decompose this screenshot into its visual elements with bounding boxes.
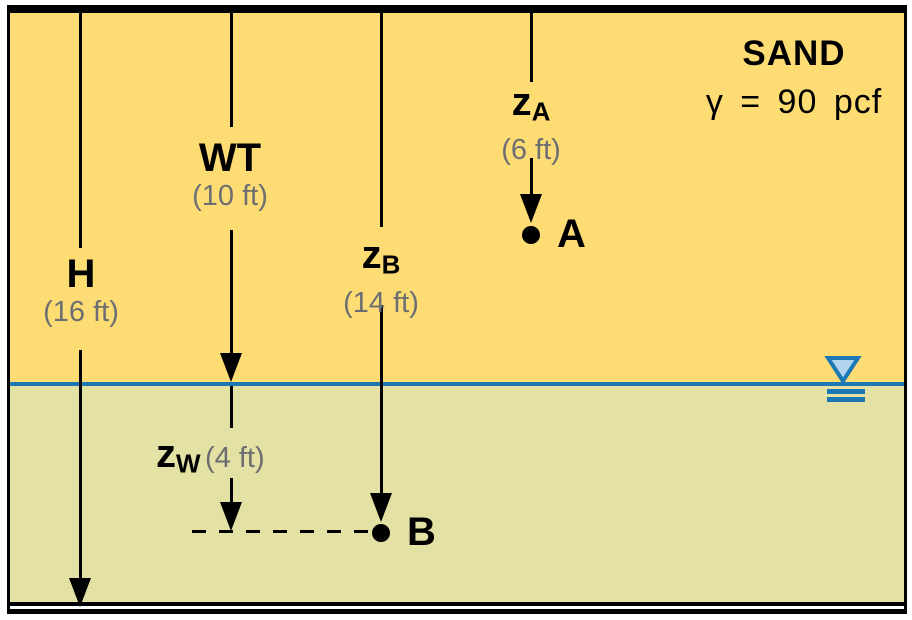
material-unit-weight-label: γ = 90 pcf (705, 83, 883, 121)
arrow-line (380, 305, 383, 493)
arrow-line (230, 13, 233, 127)
bedrock-line-upper (7, 602, 907, 606)
label-WT: WT (10 ft) (192, 136, 268, 212)
label-zB-dimension: (14 ft) (343, 286, 419, 319)
label-zW: zW (4 ft) (156, 432, 265, 486)
label-zA: zA (6 ft) (501, 80, 561, 166)
point-B-dot (372, 524, 390, 542)
water-table-icon (824, 356, 865, 402)
label-zW-dimension: (4 ft) (205, 442, 265, 474)
label-zW-symbol: z (156, 432, 176, 476)
arrow-head-icon (520, 194, 542, 223)
arrow-head-icon (69, 578, 91, 607)
bedrock-line-lower (7, 609, 907, 614)
arrow-line (79, 350, 82, 578)
arrow-line (79, 13, 82, 248)
label-zB: zB (14 ft) (343, 233, 419, 319)
material-name-label: SAND (742, 34, 846, 73)
label-zB-subscript: B (381, 249, 401, 280)
arrow-head-icon (220, 353, 242, 382)
label-zB-symbol: z (361, 233, 382, 277)
ground-surface-line (7, 5, 907, 13)
arrow-line (230, 230, 233, 353)
label-H-dimension: (16 ft) (43, 296, 119, 328)
sand-layer (10, 13, 904, 382)
saturated-zone (10, 386, 904, 602)
arrow-head-icon (220, 502, 242, 531)
arrow-line (230, 386, 233, 428)
depth-reference-dashed-line (192, 530, 372, 533)
label-zW-subscript: W (176, 448, 201, 479)
label-zA-symbol: z (511, 80, 532, 124)
label-WT-symbol: WT (198, 136, 262, 180)
arrow-line (380, 13, 383, 227)
water-table-line (10, 382, 904, 386)
label-zA-dimension: (6 ft) (501, 133, 561, 166)
point-A-dot (522, 226, 540, 244)
arrow-head-icon (370, 493, 392, 522)
left-border (7, 5, 10, 614)
arrow-line (530, 158, 533, 194)
label-WT-dimension: (10 ft) (192, 180, 268, 212)
label-H-symbol: H (66, 252, 96, 296)
point-A-label: A (557, 212, 586, 256)
label-zA-subscript: A (531, 96, 551, 127)
label-H: H (16 ft) (43, 252, 119, 328)
right-border (904, 5, 907, 614)
point-B-label: B (407, 510, 436, 554)
arrow-line (230, 478, 233, 502)
arrow-line (530, 13, 533, 82)
